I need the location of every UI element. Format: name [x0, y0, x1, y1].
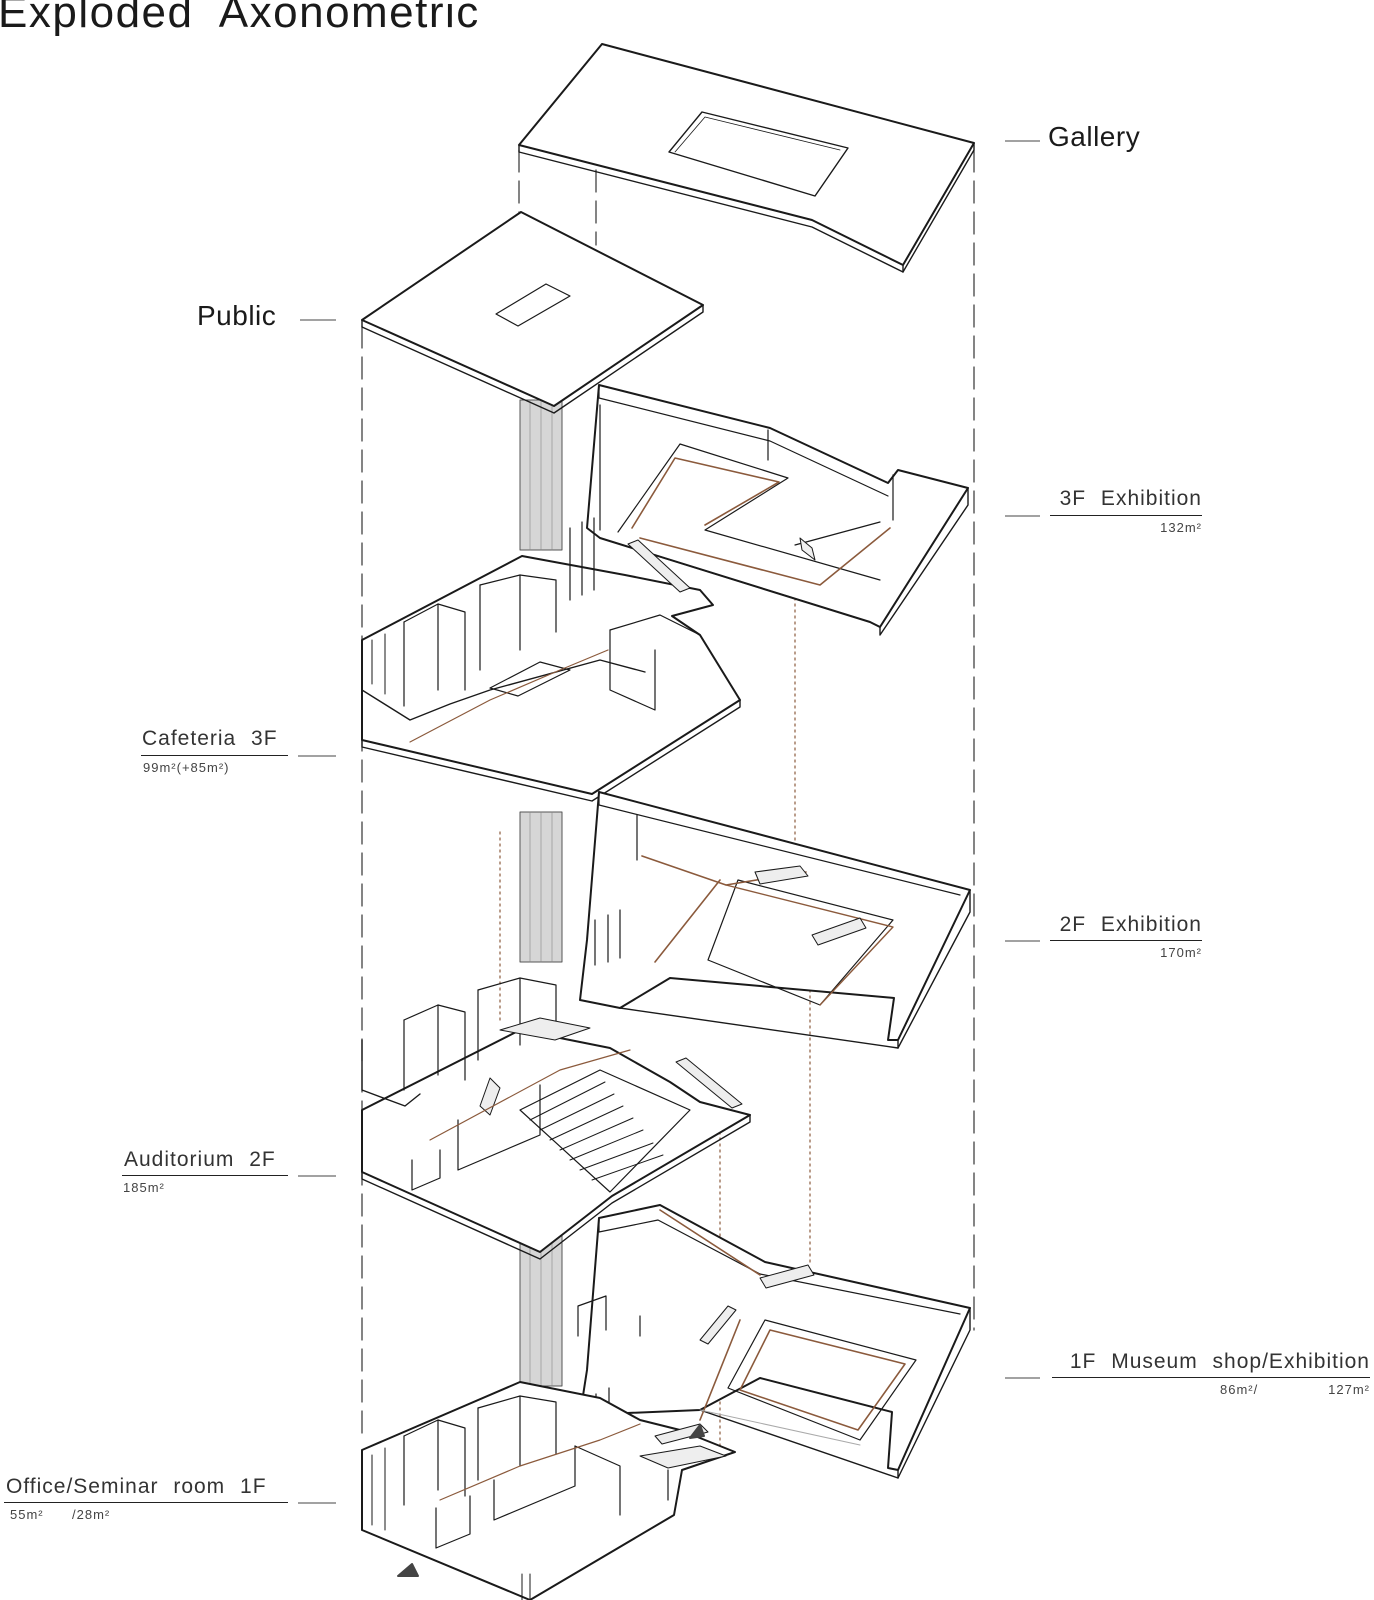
office-1f-area-b: /28m² [72, 1507, 111, 1522]
auditorium-2f-area: 185m² [123, 1180, 165, 1195]
public-roof-slab [361, 211, 704, 414]
exhibition-3f-level [586, 384, 969, 636]
gallery-label: Gallery [1048, 121, 1141, 152]
auditorium-2f-rule [122, 1175, 288, 1176]
public-label: Public [197, 300, 277, 331]
museum-shop-1f-area-b: 127m² [1328, 1382, 1370, 1397]
museum-shop-1f-area-a: 86m²/ [1220, 1382, 1259, 1397]
museum-shop-1f-level [577, 1204, 971, 1479]
cafeteria-3f-level [361, 517, 741, 802]
office-1f-name: Office/Seminar room 1F [6, 1475, 267, 1498]
exhibition-2f-level [579, 791, 971, 1049]
core-shaft [519, 399, 563, 1387]
office-1f-rule [4, 1502, 288, 1503]
auditorium-2f-level [361, 977, 751, 1260]
cafeteria-3f-rule [141, 755, 288, 756]
office-1f-area-a: 55m² [10, 1507, 44, 1522]
exhibition-3f-name: 3F Exhibition [1059, 487, 1202, 510]
cafeteria-3f-area: 99m²(+85m²) [143, 760, 230, 775]
exhibition-2f-rule [1050, 940, 1202, 941]
auditorium-2f-name: Auditorium 2F [124, 1148, 276, 1171]
page-title: Exploded Axonometric [0, 0, 480, 37]
museum-shop-1f-rule [1052, 1377, 1370, 1378]
museum-shop-1f-name: 1F Museum shop/Exhibition [1069, 1350, 1370, 1373]
cafeteria-3f-name: Cafeteria 3F [142, 727, 278, 750]
exhibition-3f-rule [1050, 515, 1202, 516]
gallery-roof-slab [518, 43, 975, 273]
exhibition-2f-name: 2F Exhibition [1059, 913, 1202, 936]
label-leaders [298, 140, 1040, 1504]
office-seminar-1f-level [361, 1381, 736, 1600]
exhibition-2f-area: 170m² [1160, 945, 1202, 960]
guide-lines [361, 149, 975, 1441]
exhibition-3f-area: 132m² [1160, 520, 1202, 535]
